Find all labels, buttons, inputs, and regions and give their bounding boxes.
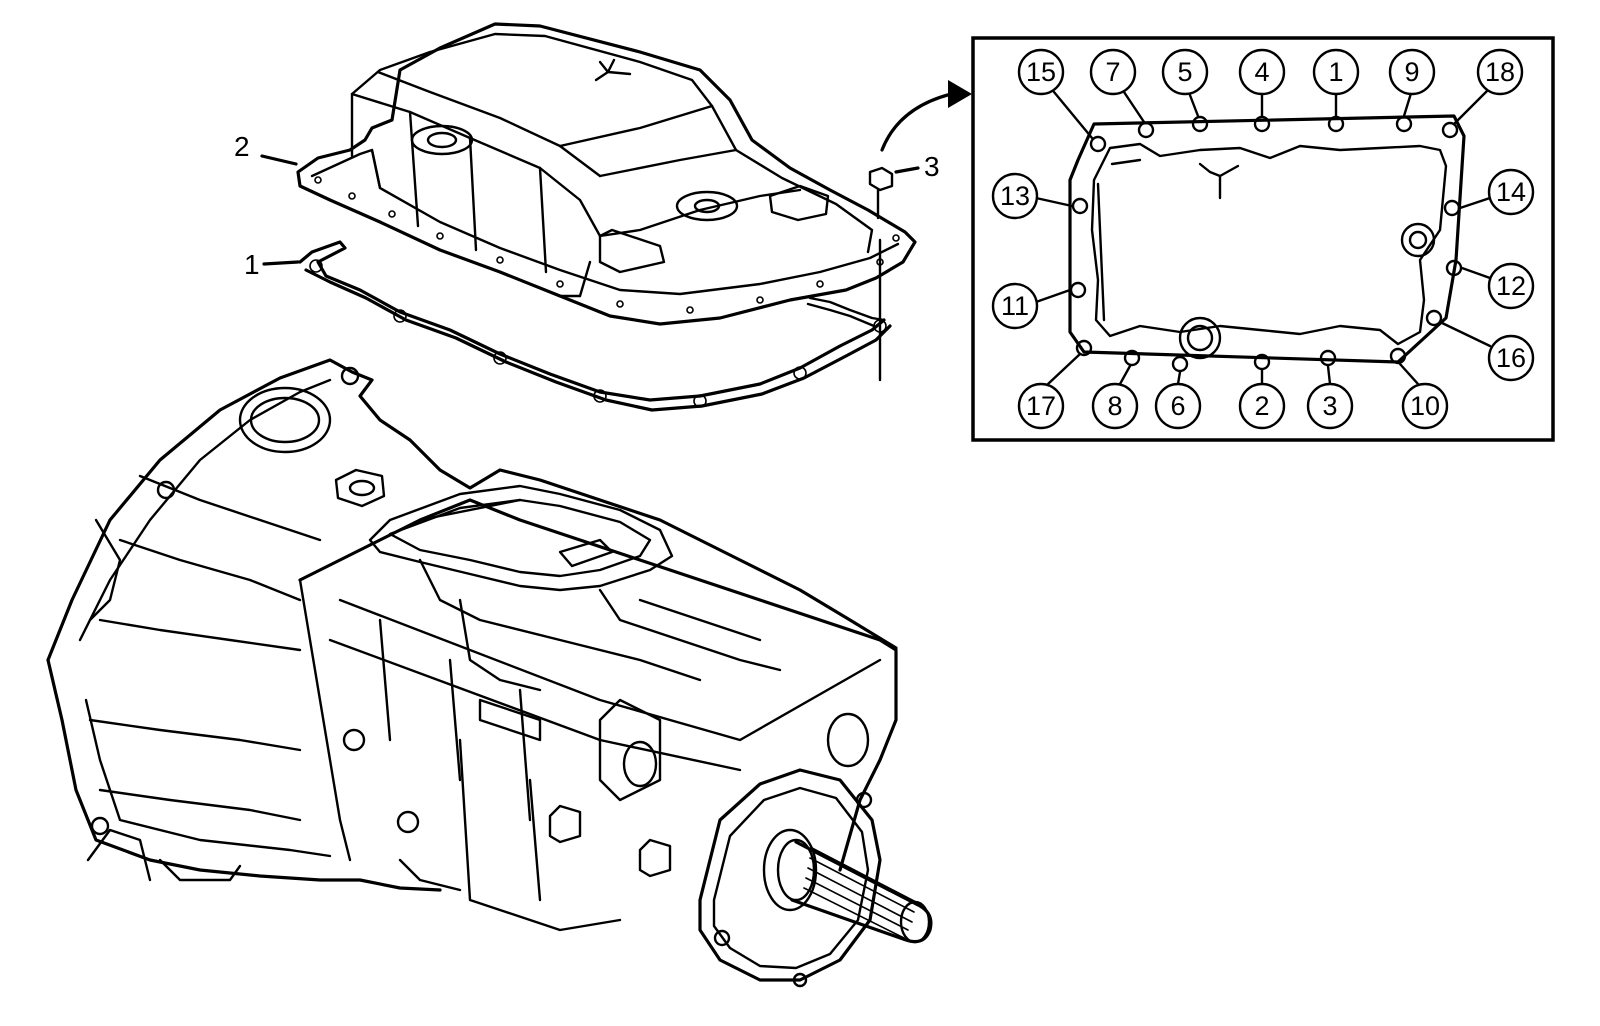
svg-text:17: 17 [1026,391,1056,421]
sequence-balloon-9: 9 [1388,48,1436,96]
svg-text:3: 3 [1322,391,1337,421]
callout-3: 3 [924,151,940,182]
sequence-balloon-3: 3 [1306,382,1354,430]
callout-leaders [260,154,920,266]
svg-text:13: 13 [1000,181,1030,211]
sequence-balloon-13: 13 [991,172,1039,220]
oil-pan-gasket-illustration [298,240,892,412]
svg-text:12: 12 [1496,271,1526,301]
svg-text:14: 14 [1496,177,1526,207]
sequence-balloon-16: 16 [1487,334,1535,382]
tightening-sequence-detail: 15 7 5 4 1 9 18 13 14 11 12 16 17 8 6 2 … [971,36,1555,442]
svg-text:6: 6 [1170,391,1185,421]
sequence-balloon-10: 10 [1401,382,1449,430]
svg-text:18: 18 [1485,57,1515,87]
svg-text:4: 4 [1254,57,1269,87]
oil-pan-illustration [296,22,917,326]
sequence-balloon-14: 14 [1487,168,1535,216]
sequence-balloons: 15 7 5 4 1 9 18 13 14 11 12 16 17 8 6 2 … [991,48,1535,430]
sequence-balloon-8: 8 [1091,382,1139,430]
sequence-balloon-5: 5 [1161,48,1209,96]
sequence-balloon-12: 12 [1487,262,1535,310]
sequence-balloon-11: 11 [991,282,1039,330]
svg-text:1: 1 [1328,57,1343,87]
svg-text:15: 15 [1026,57,1056,87]
sequence-balloon-1: 1 [1312,48,1360,96]
svg-text:5: 5 [1177,57,1192,87]
transmission-case-illustration [46,358,933,988]
arrow-head-icon [948,80,972,108]
sequence-balloon-7: 7 [1089,48,1137,96]
svg-text:16: 16 [1496,343,1526,373]
svg-text:2: 2 [1254,391,1269,421]
callout-2: 2 [234,131,250,162]
bolt-holes [1069,115,1463,373]
svg-text:8: 8 [1107,391,1122,421]
svg-text:9: 9 [1404,57,1419,87]
sequence-balloon-15: 15 [1017,48,1065,96]
sequence-balloon-18: 18 [1476,48,1524,96]
sequence-balloon-4: 4 [1238,48,1286,96]
callout-1: 1 [244,249,260,280]
svg-text:11: 11 [1001,291,1029,321]
sequence-balloon-17: 17 [1017,382,1065,430]
svg-text:7: 7 [1105,57,1120,87]
sequence-leaders [1034,88,1492,386]
sequence-balloon-6: 6 [1154,382,1202,430]
oil-pan-bolt-illustration [868,80,972,382]
sequence-balloon-2: 2 [1238,382,1286,430]
svg-text:10: 10 [1410,391,1440,421]
